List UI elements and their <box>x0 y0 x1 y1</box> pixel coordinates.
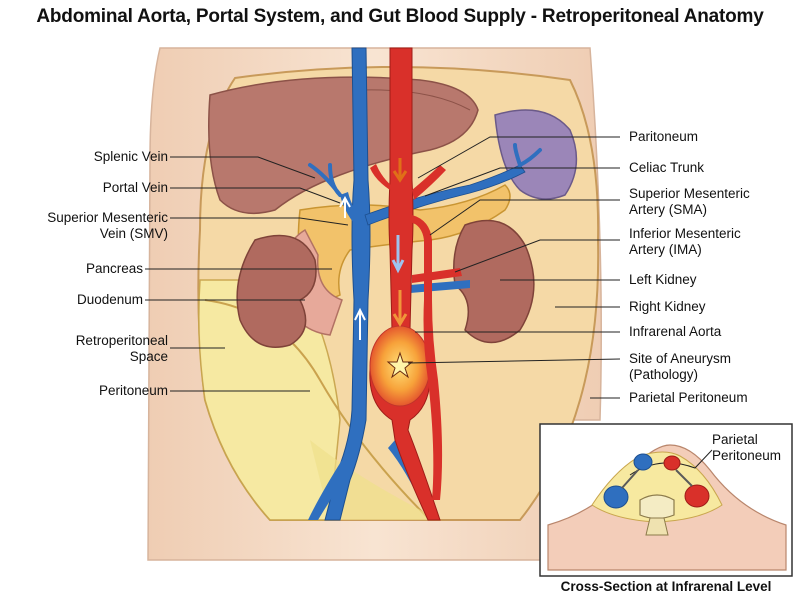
leader-aneurysm <box>407 358 621 364</box>
inset-ivc <box>603 485 629 509</box>
inset-vessel-links <box>621 469 693 489</box>
inset-spine <box>645 517 669 536</box>
label-portal-vein: Portal Vein <box>103 180 168 195</box>
celiac-arrow-icon <box>392 158 408 183</box>
leader-paritoneum <box>417 136 620 179</box>
vein-arrow-portal-icon <box>339 195 351 218</box>
leader-smv <box>170 217 349 226</box>
leader-celiac <box>424 167 620 197</box>
label-right-kidney: Right Kidney <box>629 299 706 314</box>
ima <box>412 268 462 283</box>
portal-branches <box>308 143 542 197</box>
inset-label-line1: Parietal <box>712 432 758 447</box>
label-peritoneum: Peritoneum <box>99 383 168 398</box>
leader-portal-vein <box>170 187 341 204</box>
label-retroperitoneal-line2: Space <box>130 349 168 364</box>
label-smv-line1: Superior Mesenteric <box>47 210 168 225</box>
label-parietal-peritoneum: Parietal Peritoneum <box>629 390 748 405</box>
leader-splenic-vein <box>170 156 316 179</box>
leader-sma <box>429 199 620 236</box>
iliac-vein-right <box>308 460 350 520</box>
inset-artery-upper <box>663 455 681 471</box>
celiac-trunk <box>370 164 446 200</box>
label-splenic-vein: Splenic Vein <box>94 149 168 164</box>
inset-label-line2: Peritoneum <box>712 448 781 463</box>
page-title: Abdominal Aorta, Portal System, and Gut … <box>36 6 764 27</box>
inset-caption: Cross-Section at Infrarenal Level <box>560 579 772 594</box>
leader-ima <box>454 239 620 273</box>
label-paritoneum: Paritoneum <box>629 129 698 144</box>
vein-arrow-up-icon <box>354 307 366 340</box>
inset-vein-upper <box>633 453 653 471</box>
inset-vertebra <box>639 494 675 520</box>
right-kidney-organ <box>236 234 317 348</box>
label-left-kidney: Left Kidney <box>629 272 697 287</box>
inferior-vena-cava <box>324 47 371 521</box>
inset-aorta <box>684 484 710 508</box>
label-aneurysm-line2: (Pathology) <box>629 367 698 382</box>
label-aneurysm-line1: Site of Aneurysm <box>629 351 731 366</box>
aorta-arrow-icon <box>392 290 408 327</box>
label-retroperitoneal-line1: Retroperitoneal <box>76 333 168 348</box>
label-sma-line2: Artery (SMA) <box>629 202 707 217</box>
label-ima-line1: Inferior Mesenteric <box>629 226 741 241</box>
label-ima-line2: Artery (IMA) <box>629 242 702 257</box>
label-duodenum: Duodenum <box>77 292 143 307</box>
label-infrarenal-aorta: Infrarenal Aorta <box>629 324 722 339</box>
sma <box>410 215 443 500</box>
vein-arrow-down-icon <box>391 235 405 274</box>
label-smv-line2: Vein (SMV) <box>100 226 168 241</box>
label-celiac-trunk: Celiac Trunk <box>629 160 704 175</box>
aneurysm-star-icon <box>386 351 414 379</box>
label-pancreas: Pancreas <box>86 261 143 276</box>
label-sma-line1: Superior Mesenteric <box>629 186 750 201</box>
liver-lobe <box>359 89 471 111</box>
cross-section-inset: Parietal Peritoneum <box>539 423 793 577</box>
